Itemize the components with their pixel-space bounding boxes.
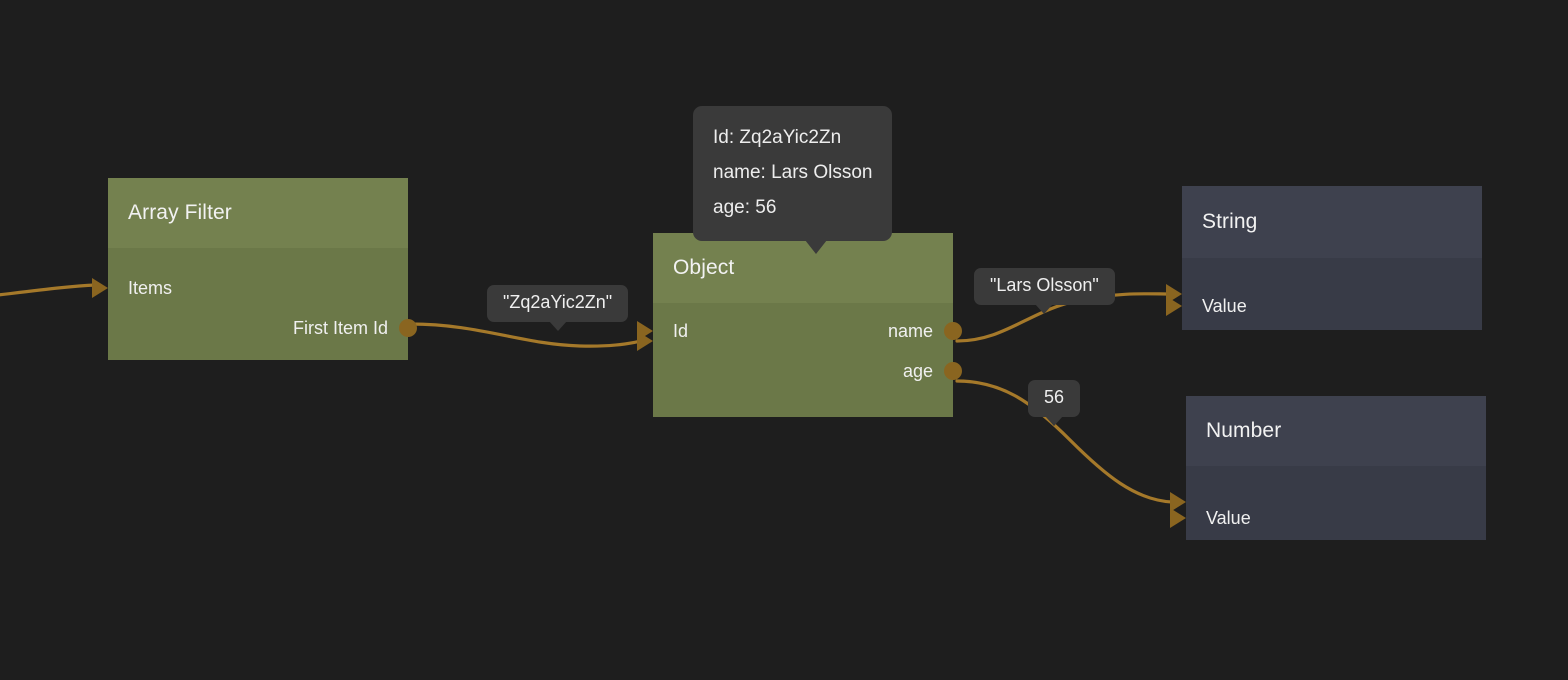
port-label-name: name (887, 320, 933, 341)
edge-arrowhead-string-value (1166, 284, 1182, 304)
port-label-first-item-id: First Item Id (292, 317, 388, 338)
output-port-age-icon[interactable] (944, 362, 962, 380)
edge-label-age: 56 (1028, 380, 1081, 426)
output-port-name-icon[interactable] (944, 322, 962, 340)
port-row-items[interactable]: Items (92, 268, 408, 308)
port-label-number-value: Value (1206, 507, 1251, 528)
node-array-filter[interactable]: Array Filter Items First Item Id (92, 178, 417, 360)
edge-label-text: "Zq2aYic2Zn" (503, 292, 613, 312)
edge-incoming-items (0, 283, 98, 297)
edge-label-name: "Lars Olsson" (974, 268, 1115, 314)
node-string[interactable]: String Value (1166, 186, 1482, 330)
port-row-string-value[interactable]: Value (1166, 286, 1482, 326)
node-title-object: Object (653, 233, 953, 303)
tooltip-line-id: Id: Zq2aYic2Zn (713, 127, 842, 148)
input-port-number-value-icon[interactable] (1170, 508, 1186, 528)
edge-label-text: 56 (1044, 387, 1065, 407)
input-port-items-icon[interactable] (92, 278, 108, 298)
node-title-text: Object (673, 256, 735, 279)
port-row-number-value[interactable]: Value (1170, 498, 1486, 538)
port-label-id: Id (673, 320, 689, 341)
output-port-first-item-id-icon[interactable] (399, 319, 417, 337)
port-label-age: age (902, 360, 933, 381)
node-title-text: String (1202, 210, 1258, 233)
node-number[interactable]: Number Value (1170, 396, 1486, 540)
node-title-text: Number (1206, 419, 1282, 442)
edge-label-first-item-id: "Zq2aYic2Zn" (487, 285, 629, 331)
node-title-text: Array Filter (128, 201, 232, 224)
node-body-number: Value (1170, 466, 1486, 540)
tooltip-line-name: name: Lars Olsson (713, 162, 873, 184)
port-label-items: Items (128, 277, 173, 298)
edge-arrowhead-number-value (1170, 492, 1186, 512)
tooltip-line-age: age: 56 (713, 197, 777, 219)
node-body-object: Id name age (637, 303, 962, 417)
node-title-array-filter: Array Filter (108, 178, 408, 248)
port-row-first-item-id[interactable]: First Item Id (108, 308, 417, 348)
port-row-age[interactable]: age (653, 351, 962, 391)
edge-firstitemid-to-id (408, 322, 644, 348)
edge-arrowhead-object-id (637, 331, 653, 351)
port-row-id[interactable]: Id name (637, 311, 962, 351)
node-title-string: String (1182, 186, 1482, 258)
node-title-number: Number (1186, 396, 1486, 466)
node-body-array-filter: Items First Item Id (92, 248, 417, 360)
object-value-tooltip: Id: Zq2aYic2Zn name: Lars Olsson age: 56 (693, 106, 893, 255)
node-object[interactable]: Object Id name age Id: Zq2aYic2Zn name: … (637, 106, 962, 417)
node-body-string: Value (1166, 258, 1482, 330)
port-label-string-value: Value (1202, 295, 1247, 316)
edge-label-text: "Lars Olsson" (990, 275, 1099, 295)
